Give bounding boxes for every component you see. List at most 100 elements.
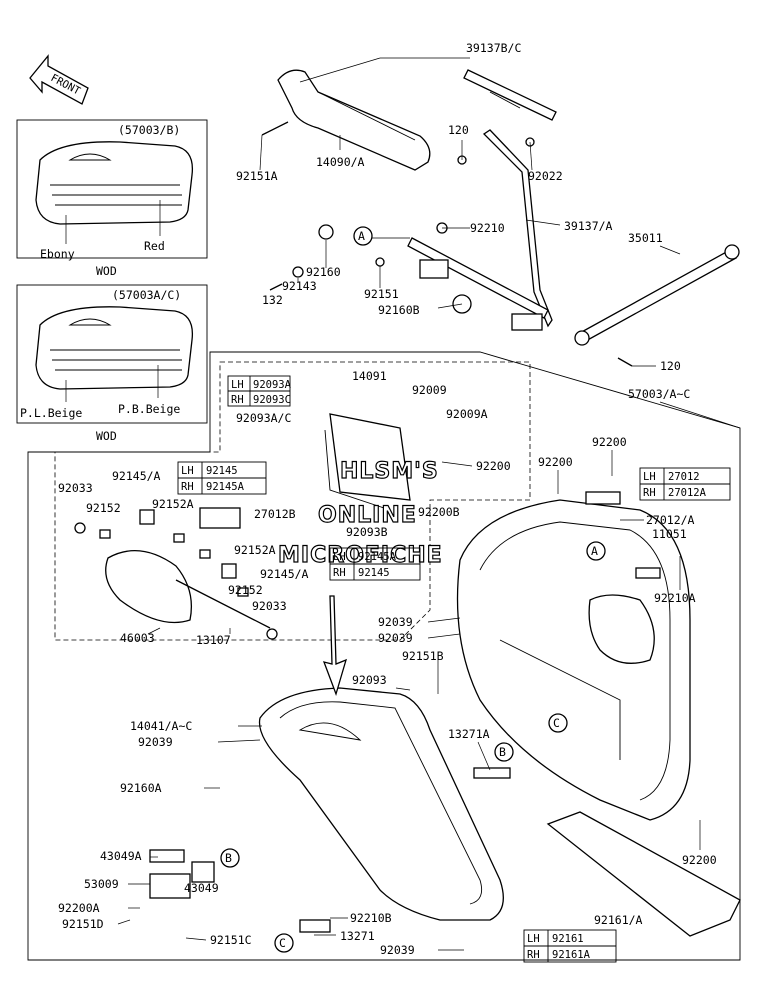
part-label: 92200 [592,435,627,449]
color-box-note: WOD [96,264,117,278]
part-label: 92039 [380,943,415,957]
part-label: 92151D [62,917,104,931]
svg-text:92093C: 92093C [253,394,291,406]
bracket-14091 [324,413,411,511]
svg-text:RH: RH [643,487,656,499]
saddlebag-lid [149,687,741,937]
svg-text:92161A: 92161A [552,949,591,961]
table-92145b: LH 92145A RH 92145 [329,547,421,581]
svg-text:LH: LH [231,379,244,391]
svg-text:27012: 27012 [668,471,700,483]
svg-text:RH: RH [181,481,194,493]
part-label: 92009 [412,383,447,397]
part-label: 92039 [378,631,413,645]
part-label: 92033 [252,599,287,613]
part-label: 92039 [138,735,173,749]
part-label: 92200 [682,853,717,867]
svg-text:92161: 92161 [552,933,584,945]
callouts: A A B B C C [220,226,606,953]
part-label: 92151B [402,649,444,663]
callout-b: B [499,745,506,759]
part-label: 92039 [378,615,413,629]
part-label: 46003 [120,631,155,645]
svg-text:92145A: 92145A [358,551,397,563]
part-label: 92200 [538,455,573,469]
table-92161: LH 92161 RH 92161A [523,929,617,963]
svg-text:RH: RH [333,567,346,579]
svg-text:92145: 92145 [358,567,390,579]
color-pb-beige: P.B.Beige [118,402,180,416]
table-92145: LH 92145 RH 92145A [177,461,267,495]
part-label: 92200A [58,901,100,915]
part-label: 92200 [476,459,511,473]
part-label: 92160B [378,303,420,317]
part-label: 53009 [84,877,119,891]
watermark-line-1: HLSM'S [340,459,439,484]
part-label: 57003/A~C [628,387,690,401]
color-box-note: WOD [96,429,117,443]
part-label: 27012B [254,507,296,521]
part-label: 13107 [196,633,231,647]
callout-a: A [358,229,365,243]
watermark: HLSM'S ONLINE MICROFICHE [277,458,442,568]
part-label: 14091 [352,369,387,383]
table-92093: LH 92093A RH 92093C [227,375,292,407]
upper-bracket-assembly [261,69,740,367]
part-label: 92152 [86,501,121,515]
color-box-code: (57003A/C) [112,288,181,302]
svg-text:RH: RH [231,394,244,406]
color-box-code: (57003/B) [118,123,180,137]
part-label: 92093B [346,525,388,539]
svg-text:LH: LH [643,471,656,483]
color-box-57003b: (57003/B) Ebony Red WOD [16,119,208,278]
part-label: 13271A [448,727,490,741]
part-label: 92210B [350,911,392,925]
svg-text:92145A: 92145A [206,481,245,493]
assembly-arrow-icon [322,595,348,697]
latch-parts [74,507,278,640]
part-label: 92210 [470,221,505,235]
part-label: 92151 [364,287,399,301]
part-label: 27012/A [646,513,695,527]
part-label: 14090/A [316,155,365,169]
part-label: 92093A/C [236,411,291,425]
part-label: 14041/A~C [130,719,192,733]
part-label: 92161/A [594,913,643,927]
svg-text:27012A: 27012A [668,487,707,499]
color-box-57003ac: (57003A/C) P.L.Beige P.B.Beige WOD [16,284,208,443]
svg-text:LH: LH [181,465,194,477]
callout-c: C [279,936,286,950]
main-frame [27,351,741,961]
part-label: 92151A [236,169,278,183]
color-ebony: Ebony [40,247,75,261]
part-label: 35011 [628,231,663,245]
part-label: 92210A [654,591,696,605]
part-label: 120 [660,359,681,373]
part-label: 120 [448,123,469,137]
part-labels: 39137B/C 14090/A 92151A 120 92022 92210 … [58,41,717,957]
svg-text:RH: RH [527,949,540,961]
part-label: 92152A [234,543,276,557]
part-label: 92160 [306,265,341,279]
part-label: 92033 [58,481,93,495]
svg-text:92145: 92145 [206,465,238,477]
watermark-line-2: ONLINE [318,503,417,528]
part-label: 92145/A [260,567,309,581]
part-label: 92022 [528,169,563,183]
part-label: 92143 [282,279,317,293]
part-label: 11051 [652,527,687,541]
svg-text:LH: LH [333,551,346,563]
callout-b: B [225,851,232,865]
saddlebag-shell [456,491,691,821]
front-arrow-icon: FRONT [29,54,89,105]
svg-text:92093A: 92093A [253,379,292,391]
part-label: 92151C [210,933,252,947]
callout-c: C [553,716,560,730]
part-label: 39137/A [564,219,613,233]
part-label: 39137B/C [466,41,521,55]
callout-a: A [591,544,598,558]
part-label: 92200B [418,505,460,519]
part-label: 92152 [228,583,263,597]
part-label: 92160A [120,781,162,795]
